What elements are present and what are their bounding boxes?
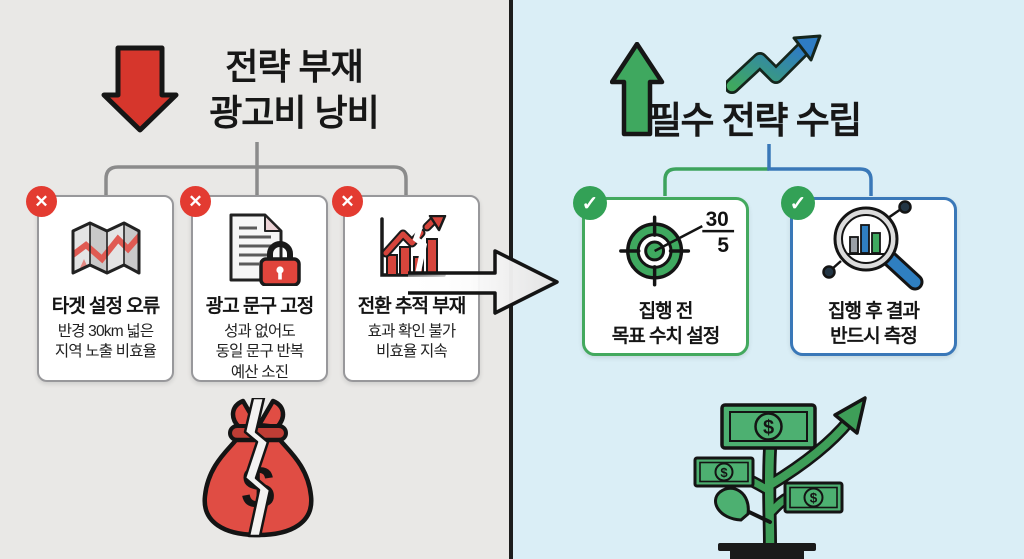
target-icon: 30 5 — [585, 200, 746, 293]
card-line: 반경 30km 넓은 — [57, 323, 154, 340]
problem-card-ad-copy: ✕ 광고 문구 고정 성과 없어도 동일 문구 반복 예산 소진 — [180, 186, 328, 382]
locked-document-icon — [193, 208, 326, 288]
card-line: 동일 문구 반복 — [215, 343, 305, 361]
card-title: 전환 추적 부재 — [357, 296, 466, 317]
x-badge-icon: ✕ — [332, 186, 363, 217]
solution-card-goal-setting: ✓ 30 5 집행 전 목표 수치 설정 — [573, 186, 749, 356]
left-title: 전략 부재 광고비 낭비 — [176, 44, 412, 136]
problem-card-targeting: ✕ 타겟 설정 오류 반경 30km 넓은 지역 노출 비효율 — [26, 186, 174, 382]
card-line: 예산 소진 — [230, 363, 289, 381]
up-arrow-icon — [610, 42, 665, 137]
right-title: 필수 전략 수립 — [648, 100, 862, 141]
check-badge-icon: ✓ — [573, 186, 607, 220]
card-line: 지역 노출 비효율 — [54, 343, 157, 361]
bill-currency-symbol: $ — [720, 465, 728, 480]
left-title-line2: 광고비 낭비 — [209, 92, 380, 134]
goal-value-bottom: 5 — [717, 234, 729, 257]
trend-arrow-icon — [726, 34, 822, 94]
card-title: 집행 후 결과 반드시 측정 — [828, 301, 920, 348]
flow-arrow-icon — [408, 249, 559, 315]
card-line: 성과 없어도 — [224, 323, 296, 340]
bill-currency-symbol: $ — [810, 491, 818, 506]
magnifier-chart-icon — [793, 200, 954, 293]
card-line: 효과 확인 불가 — [367, 323, 457, 340]
x-badge-icon: ✕ — [26, 186, 57, 217]
solution-card-measurement: ✓ 집행 후 결과 반드시 측정 — [781, 186, 957, 356]
card-title: 타겟 설정 오류 — [51, 296, 160, 317]
money-plant-icon: $ $ $ — [693, 396, 867, 559]
broken-chart-icon — [345, 208, 478, 288]
check-badge-icon: ✓ — [781, 186, 815, 220]
card-title: 광고 문구 고정 — [205, 296, 314, 317]
map-icon — [39, 208, 172, 288]
left-title-line1: 전략 부재 — [225, 46, 363, 87]
torn-money-bag-icon: $ — [202, 398, 314, 538]
card-title: 집행 전 목표 수치 설정 — [611, 301, 720, 348]
card-line: 비효율 지속 — [376, 343, 448, 361]
down-arrow-icon — [101, 45, 179, 133]
goal-value-top: 30 — [706, 208, 729, 231]
x-badge-icon: ✕ — [180, 186, 211, 217]
bill-currency-symbol: $ — [763, 417, 774, 439]
